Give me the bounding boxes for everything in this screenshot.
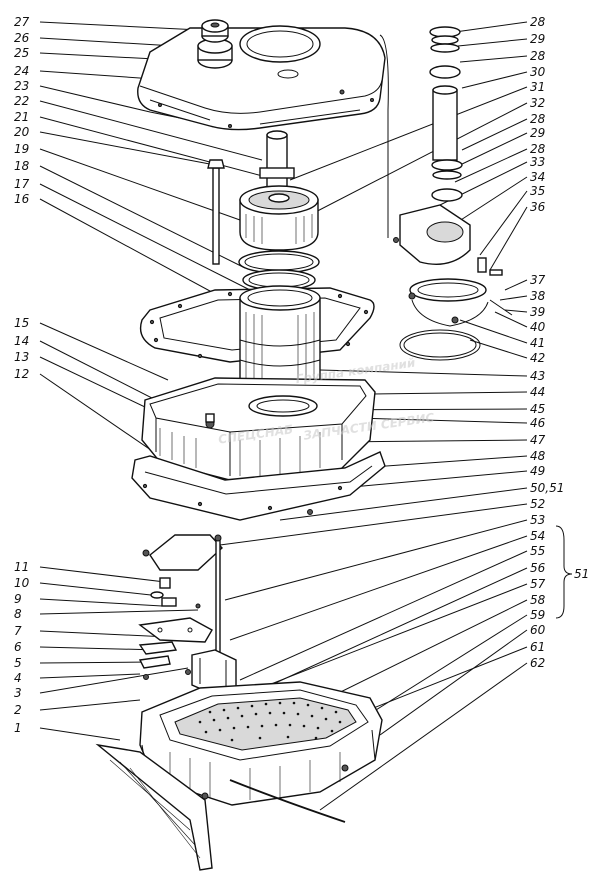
mounting-bracket bbox=[95, 743, 213, 871]
sealing-rings bbox=[238, 250, 320, 291]
callout-15: 15 bbox=[14, 316, 29, 330]
callout-57: 57 bbox=[530, 577, 546, 591]
callout-47: 47 bbox=[530, 433, 546, 447]
callout-55: 55 bbox=[530, 544, 545, 558]
callout-28: 28 bbox=[530, 49, 546, 63]
callout-34: 34 bbox=[530, 170, 545, 184]
callout-5: 5 bbox=[14, 656, 22, 670]
top-cover bbox=[137, 25, 386, 131]
callout-25: 25 bbox=[14, 46, 29, 60]
callout-labels-right: 2829283031322829283334353637383940414243… bbox=[530, 15, 564, 670]
rod-and-nut bbox=[207, 159, 225, 265]
callout-18: 18 bbox=[14, 159, 30, 173]
callout-19: 19 bbox=[14, 142, 29, 156]
callout-27: 27 bbox=[14, 15, 30, 29]
callout-37: 37 bbox=[530, 273, 546, 287]
callout-11: 11 bbox=[14, 560, 29, 574]
callout-16: 16 bbox=[14, 192, 30, 206]
callout-58: 58 bbox=[530, 593, 546, 607]
callout-38: 38 bbox=[530, 289, 546, 303]
callout-39: 39 bbox=[530, 305, 545, 319]
callout-26: 26 bbox=[14, 31, 30, 45]
callout-36: 36 bbox=[530, 200, 546, 214]
callout-14: 14 bbox=[14, 334, 29, 348]
bracket-parts bbox=[138, 534, 237, 701]
callout-22: 22 bbox=[14, 94, 29, 108]
callout-59: 59 bbox=[530, 608, 545, 622]
callout-12: 12 bbox=[14, 367, 29, 381]
callout-1: 1 bbox=[14, 721, 22, 735]
callout-50-51: 50,51 bbox=[530, 481, 564, 495]
callout-4: 4 bbox=[14, 671, 22, 685]
breather-cap bbox=[197, 19, 233, 69]
callout-24: 24 bbox=[14, 64, 29, 78]
callout-8: 8 bbox=[14, 607, 22, 621]
callout-6: 6 bbox=[14, 640, 22, 654]
callout-7: 7 bbox=[14, 624, 22, 638]
callout-35: 35 bbox=[530, 184, 545, 198]
callout-49: 49 bbox=[530, 464, 545, 478]
callout-33: 33 bbox=[530, 155, 545, 169]
callout-60: 60 bbox=[530, 623, 546, 637]
callout-32: 32 bbox=[530, 96, 545, 110]
callout-29: 29 bbox=[530, 32, 545, 46]
callout-13: 13 bbox=[14, 350, 29, 364]
callout-31: 31 bbox=[530, 80, 545, 94]
pipe-assembly bbox=[379, 26, 513, 361]
lower-gasket bbox=[131, 451, 386, 521]
filter-housing bbox=[141, 377, 376, 481]
group-label-51: 51 bbox=[574, 567, 589, 581]
callout-17: 17 bbox=[14, 177, 30, 191]
callout-41: 41 bbox=[530, 336, 545, 350]
sump-pan bbox=[139, 681, 383, 823]
callout-54: 54 bbox=[530, 529, 545, 543]
callout-48: 48 bbox=[530, 449, 546, 463]
callout-29: 29 bbox=[530, 126, 545, 140]
callout-20: 20 bbox=[14, 125, 30, 139]
callout-28: 28 bbox=[530, 142, 546, 156]
callout-30: 30 bbox=[530, 65, 546, 79]
callout-45: 45 bbox=[530, 402, 545, 416]
callout-53: 53 bbox=[530, 513, 545, 527]
callout-61: 61 bbox=[530, 640, 545, 654]
callout-28: 28 bbox=[530, 15, 546, 29]
callout-23: 23 bbox=[14, 79, 29, 93]
group-brace bbox=[555, 525, 573, 619]
callout-43: 43 bbox=[530, 369, 545, 383]
callout-10: 10 bbox=[14, 576, 30, 590]
callout-56: 56 bbox=[530, 561, 546, 575]
callout-2: 2 bbox=[14, 703, 22, 717]
callout-21: 21 bbox=[14, 110, 29, 124]
callout-42: 42 bbox=[530, 351, 545, 365]
callout-62: 62 bbox=[530, 656, 545, 670]
callout-52: 52 bbox=[530, 497, 545, 511]
callout-40: 40 bbox=[530, 320, 546, 334]
filter-rotor bbox=[239, 130, 319, 251]
callout-46: 46 bbox=[530, 416, 546, 430]
callout-44: 44 bbox=[530, 385, 545, 399]
callout-9: 9 bbox=[14, 592, 22, 606]
callout-3: 3 bbox=[14, 686, 22, 700]
callout-28: 28 bbox=[530, 112, 546, 126]
callout-labels-left: 2726252423222120191817161514131211109876… bbox=[14, 15, 30, 735]
